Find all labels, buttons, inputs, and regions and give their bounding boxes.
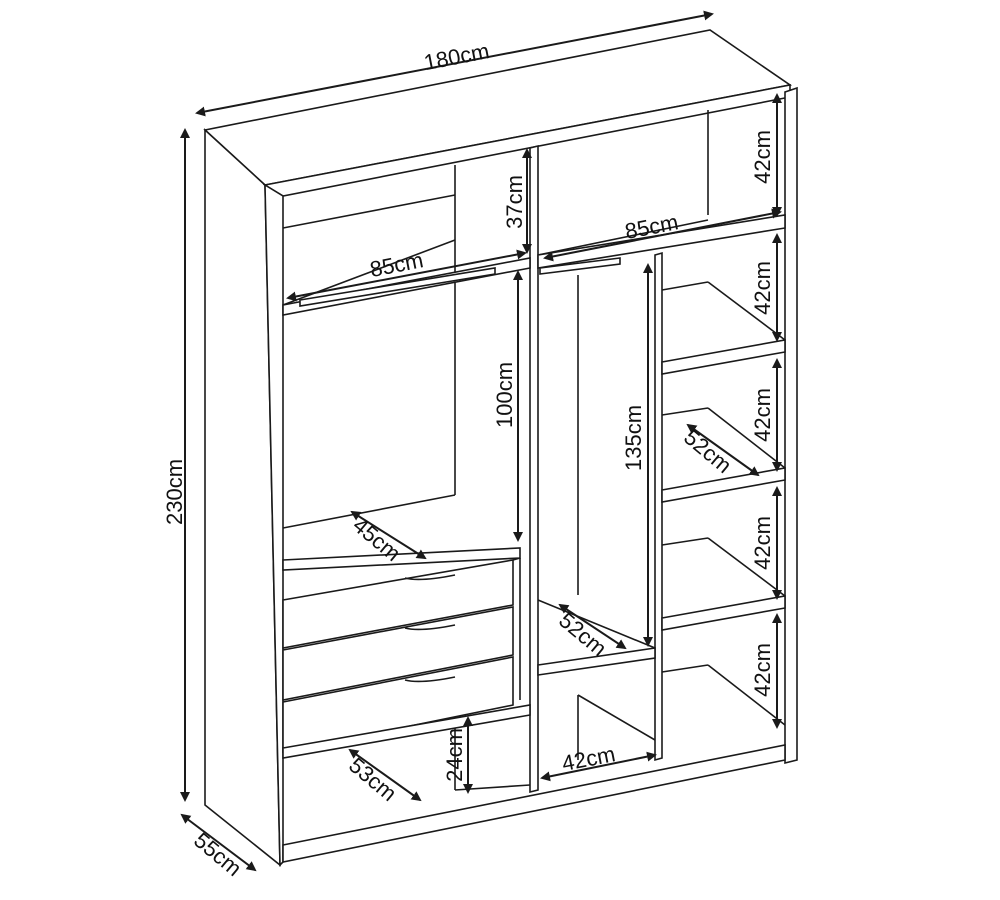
label-overall-height: 230cm [162, 459, 187, 525]
label-middle-bottom-width: 42cm [560, 741, 618, 776]
label-right-shelf-height-5: 42cm [750, 643, 775, 697]
drawer-3 [282, 656, 514, 753]
drawer-1 [282, 559, 514, 649]
label-left-top-shelf-height: 37cm [502, 175, 527, 229]
middle-bottom-shelf [537, 647, 656, 676]
label-right-shelf-height-3: 42cm [750, 388, 775, 442]
label-left-bottom-height: 24cm [442, 728, 467, 782]
label-overall-depth: 55cm [189, 827, 246, 881]
dimension-arrows [180, 10, 782, 872]
drawer-unit [282, 547, 521, 753]
label-left-hanging-height: 100cm [492, 362, 517, 428]
drawer-2 [282, 606, 514, 701]
label-right-shelf-height-4: 42cm [750, 516, 775, 570]
label-overall-width: 180cm [422, 38, 492, 75]
label-middle-hanging-height: 135cm [621, 405, 646, 471]
right-side-frame [784, 86, 798, 765]
right-column-divider [654, 251, 663, 762]
label-left-bottom-depth: 53cm [344, 752, 401, 806]
dimension-labels: 180cm 230cm 55cm 85cm 37cm 100cm 45cm 53… [162, 38, 775, 881]
label-left-top-shelf-width: 85cm [368, 247, 426, 282]
label-middle-shelf-depth: 52cm [554, 607, 611, 661]
label-right-shelf-depth: 52cm [679, 424, 736, 478]
center-divider [529, 144, 539, 794]
label-right-shelf-height-1: 42cm [750, 130, 775, 184]
label-right-shelf-height-2: 42cm [750, 261, 775, 315]
